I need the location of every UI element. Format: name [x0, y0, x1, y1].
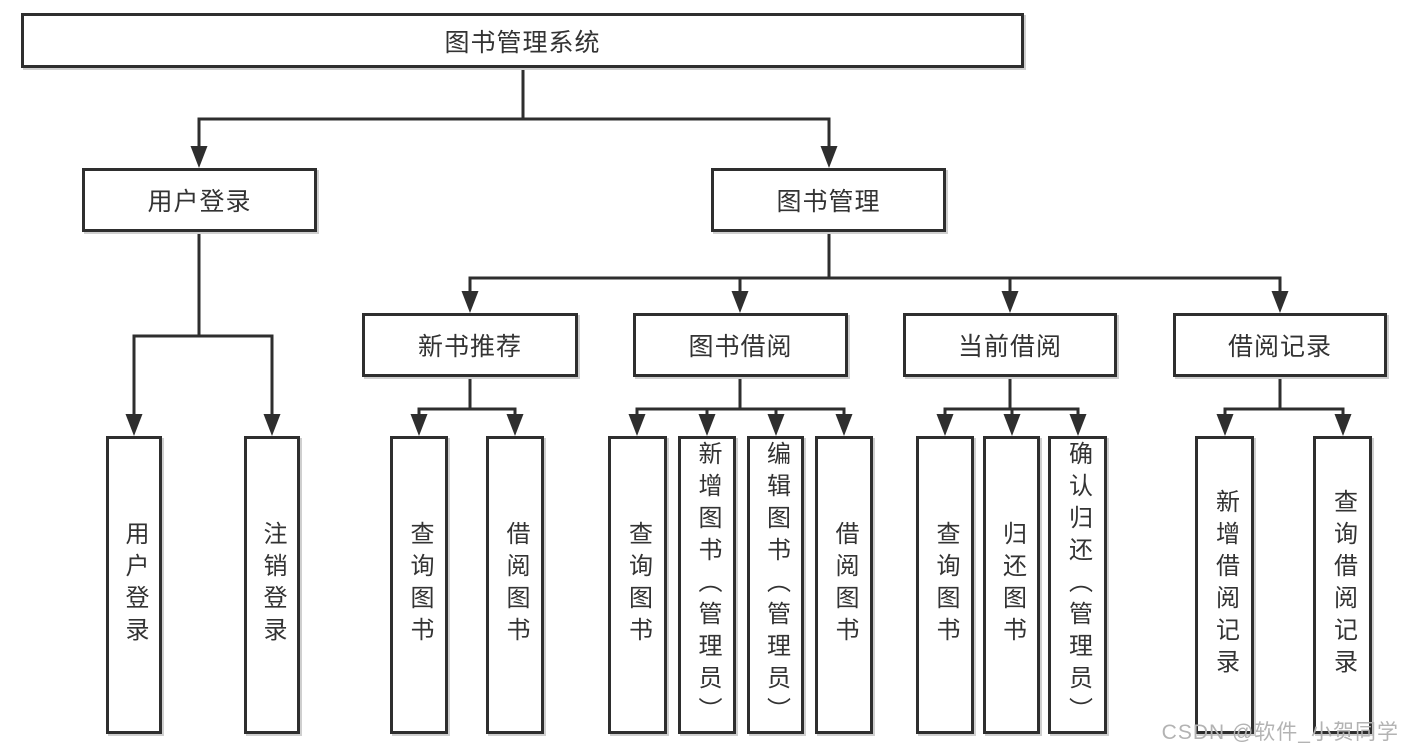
node-current-borrowing-label: 当前借阅 — [957, 333, 1062, 361]
node-book-borrowing-label: 图书借阅 — [688, 333, 793, 361]
leaf-query-books-current: 查询图书 — [916, 436, 974, 734]
leaf-query-books-recommend-label: 查询图书 — [406, 521, 433, 649]
node-user-login-label: 用户登录 — [147, 188, 252, 216]
leaf-user-login: 用户登录 — [106, 436, 162, 734]
node-new-book-recommend-label: 新书推荐 — [417, 333, 522, 361]
node-new-book-recommend: 新书推荐 — [362, 313, 578, 377]
arrowheads — [125, 146, 1352, 436]
leaf-logout-label: 注销登录 — [259, 521, 286, 649]
leaf-query-books-current-label: 查询图书 — [932, 521, 959, 649]
leaf-add-borrow-record: 新增借阅记录 — [1195, 436, 1254, 734]
leaf-borrow-books-recommend-label: 借阅图书 — [502, 521, 529, 649]
csdn-watermark: CSDN @软件_小贺同学 — [1161, 721, 1399, 744]
node-root-label: 图书管理系统 — [444, 28, 601, 57]
node-book-management-label: 图书管理 — [776, 188, 881, 216]
node-book-management: 图书管理 — [711, 168, 946, 232]
node-book-borrowing: 图书借阅 — [633, 313, 848, 377]
leaf-edit-books-admin: 编辑图书（管理员） — [747, 436, 804, 734]
leaf-borrow-books-label: 借阅图书 — [831, 521, 858, 649]
leaf-confirm-return-admin: 确认归还（管理员） — [1048, 436, 1107, 734]
leaf-borrow-books: 借阅图书 — [815, 436, 873, 734]
leaf-logout: 注销登录 — [244, 436, 300, 734]
leaf-query-books-borrow: 查询图书 — [608, 436, 667, 734]
leaf-add-books-admin: 新增图书（管理员） — [678, 436, 736, 734]
leaf-query-borrow-record-label: 查询借阅记录 — [1329, 489, 1357, 681]
leaf-query-borrow-record: 查询借阅记录 — [1313, 436, 1372, 734]
node-borrow-records: 借阅记录 — [1173, 313, 1387, 377]
node-root-library-system: 图书管理系统 — [21, 13, 1024, 68]
leaf-query-books-borrow-label: 查询图书 — [624, 521, 652, 649]
leaf-user-login-label: 用户登录 — [121, 521, 148, 649]
node-user-login: 用户登录 — [82, 168, 317, 232]
leaf-add-books-admin-label: 新增图书（管理员） — [694, 441, 721, 729]
leaf-add-borrow-record-label: 新增借阅记录 — [1211, 489, 1239, 681]
leaf-return-books: 归还图书 — [983, 436, 1040, 734]
leaf-borrow-books-recommend: 借阅图书 — [486, 436, 544, 734]
leaf-query-books-recommend: 查询图书 — [390, 436, 448, 734]
node-borrow-records-label: 借阅记录 — [1227, 333, 1332, 361]
leaf-edit-books-admin-label: 编辑图书（管理员） — [762, 441, 790, 729]
leaf-confirm-return-admin-label: 确认归还（管理员） — [1064, 441, 1092, 729]
node-current-borrowing: 当前借阅 — [903, 313, 1117, 377]
leaf-return-books-label: 归还图书 — [998, 521, 1026, 649]
